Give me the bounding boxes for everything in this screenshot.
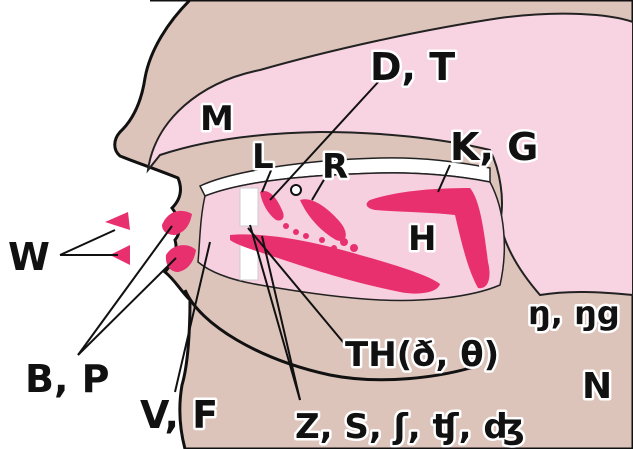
label-h: H bbox=[408, 219, 436, 259]
label-w: W bbox=[8, 235, 50, 279]
label-r: R bbox=[322, 147, 348, 187]
label-n: N bbox=[582, 366, 612, 407]
pointer-w-1 bbox=[60, 230, 115, 255]
label-m: M bbox=[200, 99, 234, 139]
label-zs: Z, S, ʃ, ʧ, ʤ bbox=[295, 407, 525, 447]
upper-teeth bbox=[240, 188, 258, 226]
w-upper-marker bbox=[105, 212, 130, 230]
label-ng: ŋ, ŋg bbox=[528, 294, 620, 332]
label-vf: V, F bbox=[140, 393, 218, 437]
label-bp: B, P bbox=[25, 357, 109, 401]
pointer-bp-2 bbox=[78, 258, 176, 355]
pointer-bp-1 bbox=[78, 226, 172, 355]
label-l: L bbox=[252, 137, 274, 177]
label-kg: K, G bbox=[450, 125, 538, 169]
r-marker-circle bbox=[291, 185, 301, 195]
label-th: TH(ð, θ) bbox=[345, 335, 499, 375]
label-dt: D, T bbox=[370, 45, 455, 89]
